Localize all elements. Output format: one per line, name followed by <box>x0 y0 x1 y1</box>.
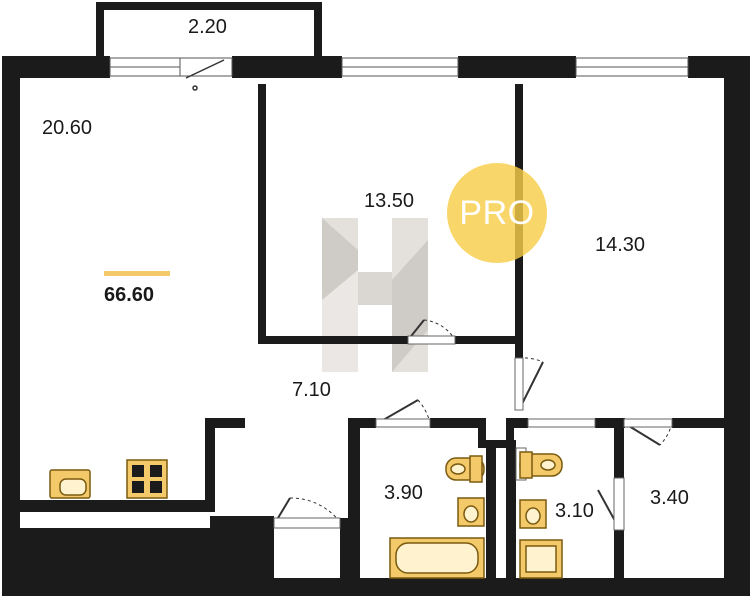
bedroom-1-area-label: 13.50 <box>364 190 415 212</box>
pro-badge-text: PRO <box>459 193 535 232</box>
watermark-logo <box>322 218 428 372</box>
wc-toilet <box>519 451 563 479</box>
windows <box>109 57 689 77</box>
wc-sink <box>519 499 547 529</box>
total-area-label: 66.60 <box>104 284 155 306</box>
bathroom-area-label: 3.90 <box>384 482 423 504</box>
pro-badge: PRO <box>447 163 547 263</box>
toilet-area-label: 3.10 <box>555 500 594 522</box>
hall-area-label: 7.10 <box>292 379 331 401</box>
bathtub <box>389 537 485 579</box>
bedroom-2-area-label: 14.30 <box>595 234 646 256</box>
bathroom-toilet <box>445 455 485 483</box>
storage-area-label: 3.40 <box>650 487 689 509</box>
kitchen-stove <box>126 459 168 499</box>
fixtures <box>49 451 563 579</box>
doors <box>273 319 673 531</box>
shower <box>519 539 563 579</box>
living-area-label: 20.60 <box>42 117 93 139</box>
balcony-area-label: 2.20 <box>188 16 227 38</box>
total-area-underline <box>104 271 170 276</box>
balcony-door <box>179 57 233 91</box>
bathroom-sink <box>457 497 485 527</box>
